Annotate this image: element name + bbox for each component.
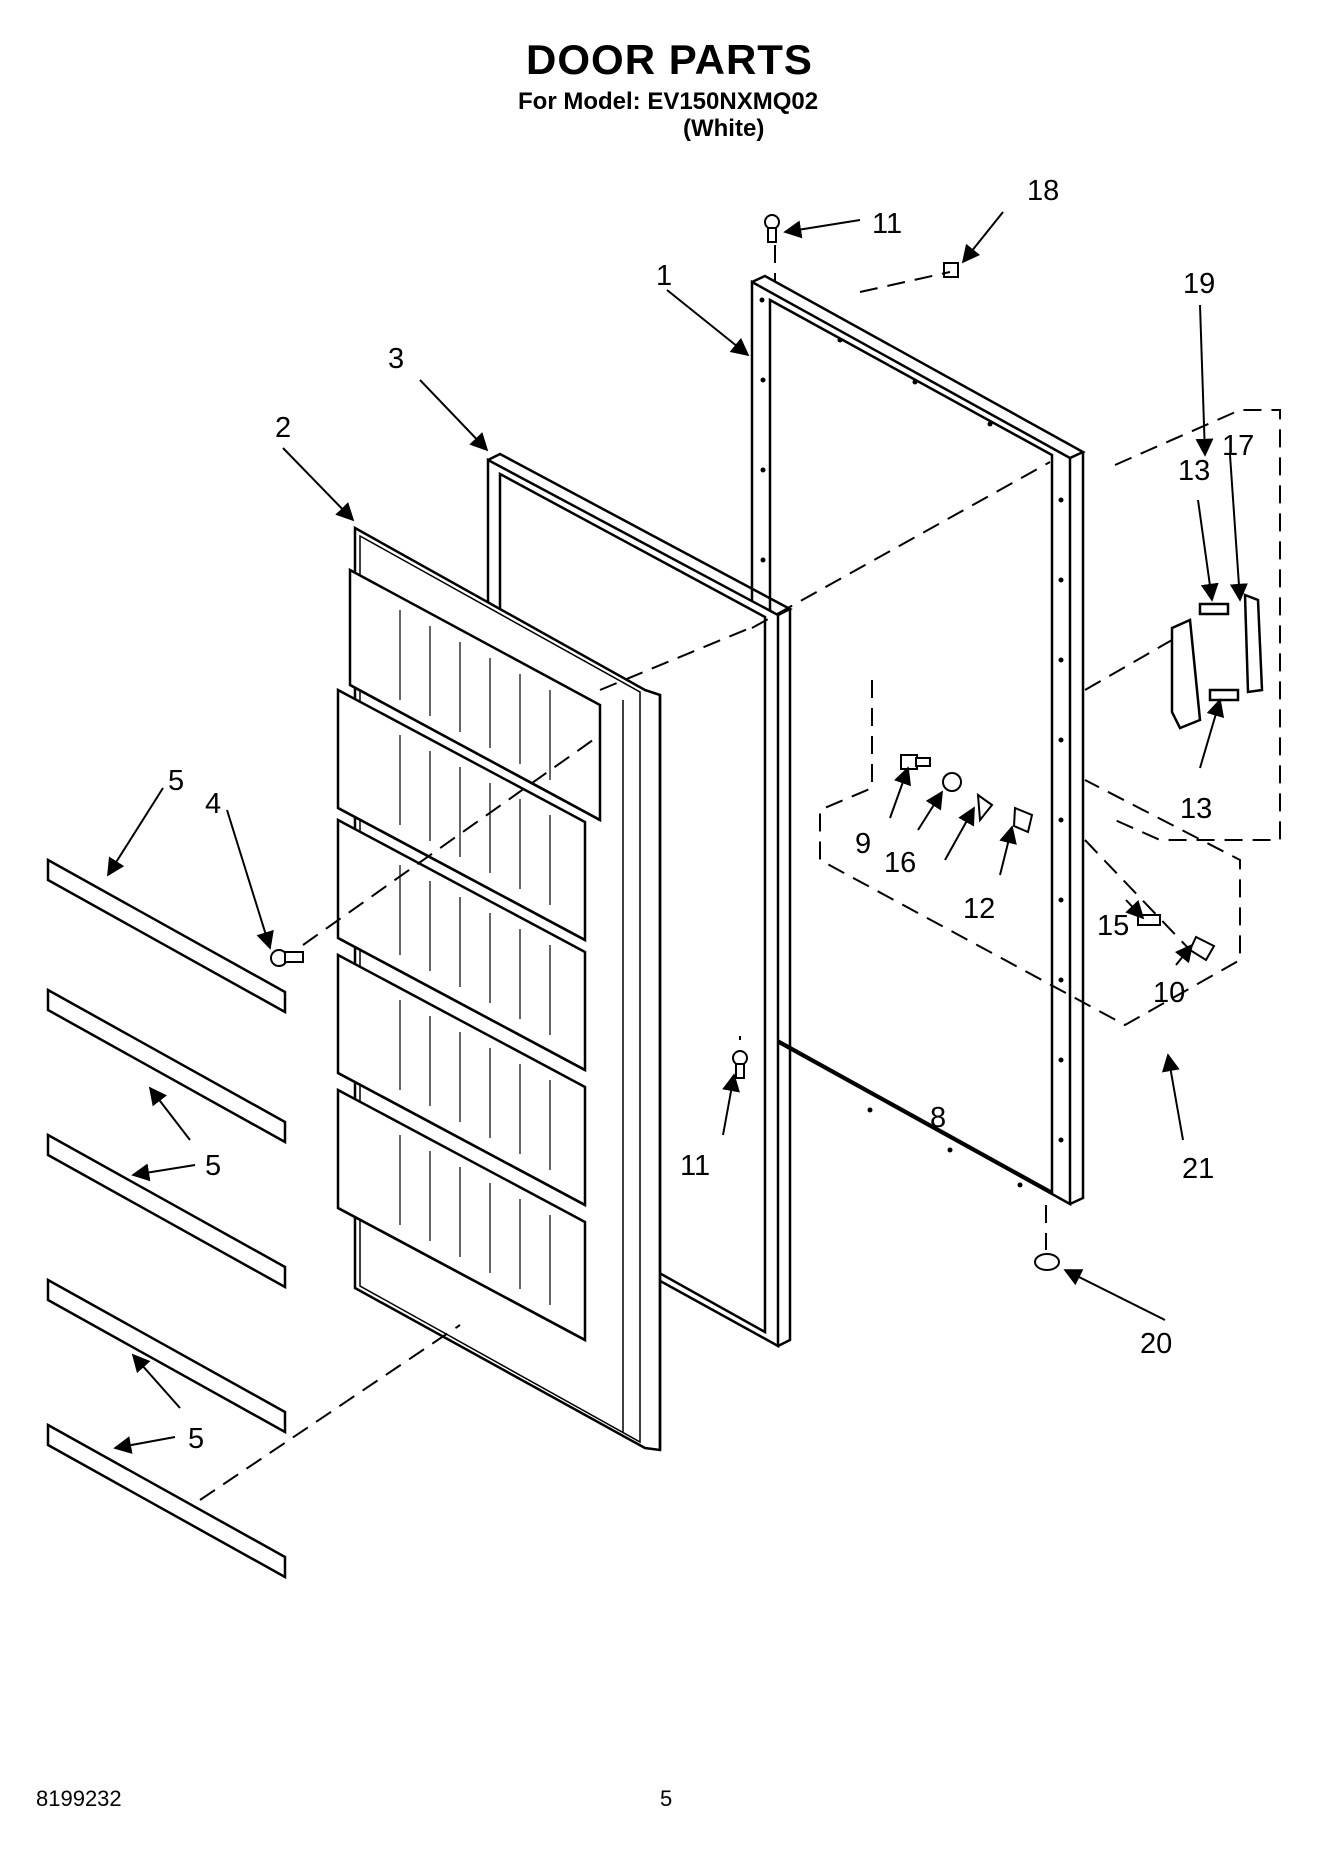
hinge-bracket <box>1170 593 1264 730</box>
shelf-ribs <box>399 610 551 1305</box>
page-number: 5 <box>660 1786 673 1811</box>
callout-8: 8 <box>930 1102 946 1134</box>
callout-13-top: 13 <box>1178 455 1210 487</box>
callout-17: 17 <box>1222 430 1254 462</box>
callout-5-c: 5 <box>188 1423 204 1455</box>
callout-numbers: 1 2 3 4 5 5 5 8 9 10 11 11 12 13 13 15 1… <box>168 175 1254 1455</box>
gasket-holes <box>759 297 1064 1188</box>
door-gasket <box>750 274 1086 1207</box>
callout-11-bottom: 11 <box>680 1150 710 1182</box>
callout-leaders <box>107 211 1248 1454</box>
callout-3: 3 <box>388 343 404 375</box>
callout-12: 12 <box>963 893 995 925</box>
callout-10: 10 <box>1153 977 1185 1009</box>
assembly-lines <box>199 245 1281 1501</box>
document-number: 8199232 <box>36 1786 122 1811</box>
callout-2: 2 <box>275 412 291 444</box>
callout-11-top: 11 <box>872 208 902 240</box>
callout-16: 16 <box>884 847 916 879</box>
model-number: For Model: EV150NXMQ02 <box>518 88 819 115</box>
door-shelves <box>336 567 602 1343</box>
callout-19: 19 <box>1183 268 1215 300</box>
page-title: DOOR PARTS <box>526 36 813 83</box>
callout-15: 15 <box>1097 910 1129 942</box>
callout-13-bottom: 13 <box>1180 793 1212 825</box>
shelf-retainer-bars <box>46 857 287 1580</box>
callout-5-b: 5 <box>205 1150 221 1182</box>
model-color: (White) <box>683 115 765 142</box>
callout-5-a: 5 <box>168 765 184 797</box>
callout-9: 9 <box>855 828 871 860</box>
callout-21: 21 <box>1182 1153 1214 1185</box>
callout-1: 1 <box>656 260 672 292</box>
callout-20: 20 <box>1140 1328 1172 1360</box>
callout-18: 18 <box>1027 175 1059 207</box>
callout-4: 4 <box>205 788 221 820</box>
